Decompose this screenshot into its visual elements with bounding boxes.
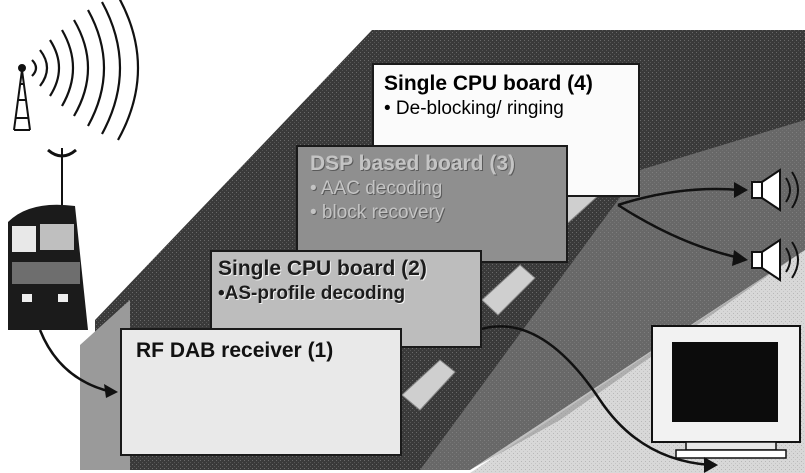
board-line: •AS-profile decoding xyxy=(218,283,406,304)
arrowhead-speaker-bottom xyxy=(732,250,748,266)
board-title: RF DAB receiver (1) xyxy=(136,339,334,362)
connector-arrow-2-3 xyxy=(481,264,536,316)
platform-gray-strip xyxy=(420,120,805,470)
speaker-line-bottom xyxy=(617,203,741,260)
tram-cable xyxy=(38,329,113,394)
speaker-line-top xyxy=(617,187,741,207)
speaker-icon xyxy=(751,238,799,282)
board-title: DSP based board (3) xyxy=(310,152,515,175)
monitor-cable xyxy=(477,325,711,467)
arrowhead-rf xyxy=(104,384,118,398)
board-line: • block recovery xyxy=(310,202,445,223)
arrowhead-speaker-top xyxy=(734,182,748,198)
board-line: • AAC decoding xyxy=(310,178,443,199)
board-title: Single CPU board (4) xyxy=(384,72,593,95)
speaker-icon xyxy=(751,168,799,212)
arrowhead-monitor xyxy=(704,457,718,473)
board-dsp-3: DSP based board (3) • AAC decoding • blo… xyxy=(296,145,568,263)
radio-waves-icon xyxy=(31,0,139,141)
board-line: • De-blocking/ ringing xyxy=(384,98,564,119)
connector-arrow-1-2 xyxy=(401,359,456,411)
radio-tower-icon xyxy=(13,64,31,131)
tram-icon xyxy=(8,148,88,330)
board-rf-dab-receiver-1: RF DAB receiver (1) xyxy=(120,328,402,456)
board-title: Single CPU board (2) xyxy=(218,257,427,280)
monitor-icon xyxy=(651,325,801,459)
